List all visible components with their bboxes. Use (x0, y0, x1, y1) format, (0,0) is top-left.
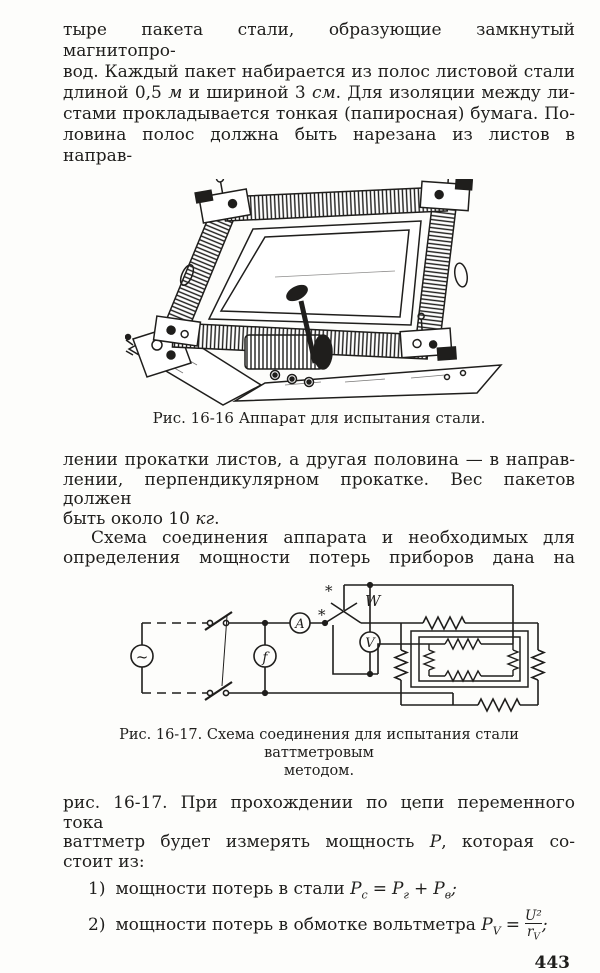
page-number: 443 (534, 952, 571, 973)
text-line: длиной 0,5 м и шириной 3 см. Для изоляци… (63, 83, 575, 103)
circuit-diagram: ~ A f W V * * (130, 581, 547, 713)
switch-icon (204, 611, 233, 701)
text-line: тыре пакета стали, образующие замкнутый … (63, 20, 575, 61)
text-line: стоит из: (63, 851, 145, 872)
specimen-inner-winding (422, 637, 520, 683)
text-line: лении прокатки листов, а другая половина… (63, 450, 575, 470)
text-line: лении, перпендикулярном прокатке. Вес па… (63, 469, 575, 509)
list-item: 1)мощности потерь в стали Pс=Pг+Pв; (88, 879, 457, 902)
paragraph-continuation: лении прокатки листов, а другая половина… (63, 450, 575, 568)
text-line: быть около 10 кг. (63, 508, 220, 529)
voltmeter-label: V (365, 636, 376, 651)
terminal-posts (269, 369, 315, 388)
specimen-outer-winding (392, 615, 547, 713)
frequency-meter-icon (253, 644, 277, 668)
apparatus-illustration (125, 179, 503, 406)
circuit-drawing (130, 581, 547, 713)
polarity-mark: * (318, 606, 326, 624)
specimen-core (410, 630, 529, 688)
wattmeter-icon (324, 602, 362, 624)
text-line: Схема соединения аппарата и необходимых … (91, 528, 575, 548)
ammeter-label: A (294, 617, 304, 632)
paragraph-wattmeter: рис. 16-17. При прохождении по цепи пере… (63, 793, 575, 872)
text-line: рис. 16-17. При прохождении по цепи пере… (63, 793, 575, 833)
book-page: { "page": { "number": "443", "paper": "#… (63, 20, 575, 973)
formula-steel-losses: Pс=Pг+Pв; (350, 879, 457, 902)
polarity-mark: * (325, 582, 333, 600)
list-item: 2)мощности потерь в обмотке вольтметра P… (88, 907, 548, 943)
text-line: вод. Каждый пакет набирается из полос ли… (63, 62, 575, 82)
loss-components-list: 1)мощности потерь в стали Pс=Pг+Pв; 2)мо… (63, 876, 575, 949)
apparatus-drawing (125, 179, 503, 406)
text-line: стами прокладывается тонкая (папиросная)… (63, 104, 575, 124)
circuit-labels: ~ A f W V * * (136, 582, 382, 666)
figure-caption-16-16: Рис. 16-16 Аппарат для испытания стали. (152, 409, 486, 427)
ammeter-icon (289, 612, 311, 634)
source-label: ~ (136, 648, 149, 666)
wattmeter-label: W (365, 592, 382, 610)
text-line: ваттметр будет измерять мощность P, кото… (63, 832, 575, 852)
text-line: ловина полос должна быть нарезана из лис… (63, 125, 575, 166)
text-line: определения мощности потерь приборов дан… (63, 547, 575, 568)
paragraph-intro: тыре пакета стали, образующие замкнутый … (63, 20, 575, 167)
figure-caption-16-17: Рис. 16-17. Схема соединения для испытан… (119, 727, 519, 779)
frequency-label: f (261, 650, 270, 666)
